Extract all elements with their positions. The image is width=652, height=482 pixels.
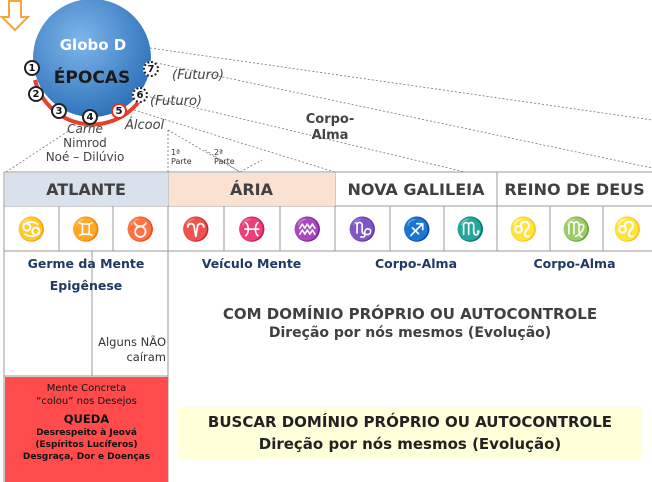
queda-line-colou: “colou” nos Desejos (36, 396, 137, 407)
sagittarius-sign-icon: ♐ (402, 217, 432, 243)
future-label-7: (Futuro) (172, 68, 224, 83)
corpo-alma-top-line2: Alma (311, 128, 349, 143)
projection-lines (5, 47, 652, 173)
globe-subtitle: ÉPOCAS (53, 68, 131, 88)
queda-line-luciferos: (Espíritos Lucíferos) (35, 440, 138, 450)
queda-line-desgraca: Desgraça, Dor e Doenças (22, 452, 151, 462)
epoch-badge-1: 1 (24, 60, 40, 76)
autocontrole-line2: Direção por nós mesmos (Evolução) (268, 325, 552, 341)
scorpio-sign-icon: ♏ (456, 217, 485, 243)
note-noe: Noé – Dilúvio (45, 150, 125, 164)
taurus-sign-icon: ♉ (126, 217, 155, 243)
globe-circle (33, 0, 151, 117)
part-1: 1ª Parte (171, 148, 192, 166)
alguns-line1: Alguns NÃO (98, 335, 166, 349)
aries-sign-icon: ♈ (181, 217, 211, 243)
alguns-line2: caíram (126, 350, 166, 364)
epoch-badge-7: 7 (143, 61, 159, 77)
aquarius-sign-icon: ♒ (293, 217, 322, 243)
atlante-header-bg (5, 173, 168, 206)
left-notes: Carne Nimrod Noé – Dilúvio (40, 122, 130, 164)
label-veiculo-mente: Veículo Mente (201, 256, 302, 271)
header-atlante: ATLANTE (46, 179, 126, 199)
label-corpo-alma-2: Corpo-Alma (533, 256, 616, 271)
header-nova-galileia: NOVA GALILEIA (347, 179, 485, 199)
buscar-box: BUSCAR DOMÍNIO PRÓPRIO OU AUTOCONTROLE D… (178, 407, 642, 459)
queda-line-desrespeito: Desrespeito à Jeová (36, 428, 137, 438)
label-corpo-alma-1: Corpo-Alma (374, 256, 458, 271)
part-1-word: Parte (171, 157, 192, 166)
pisces-sign-icon: ♓ (237, 217, 267, 243)
future-label-6: (Futuro) (150, 94, 202, 109)
alcool-label: Álcool (125, 118, 165, 133)
header-aria: ÁRIA (229, 179, 274, 199)
part-2: 2ª Parte (214, 148, 235, 166)
label-germe-da-mente: Germe da Mente (27, 256, 145, 271)
part-2-word: Parte (214, 157, 235, 166)
queda-title: QUEDA (63, 412, 110, 426)
part-1-num: 1ª (171, 148, 180, 157)
part-2-num: 2ª (214, 148, 223, 157)
buscar-line2: Direção por nós mesmos (Evolução) (258, 435, 562, 453)
aria-header-bg (169, 173, 335, 206)
epoch-badge-6: 6 (132, 87, 148, 103)
buscar-line1: BUSCAR DOMÍNIO PRÓPRIO OU AUTOCONTROLE (207, 413, 613, 431)
queda-line-mente: Mente Concreta (46, 383, 127, 394)
globe-title: Globo D (59, 36, 127, 54)
label-epigenese: Epigênese (49, 278, 123, 293)
corpo-alma-top: Corpo- Alma (300, 112, 360, 144)
queda-box: Mente Concreta “colou” nos Desejos QUEDA… (5, 377, 168, 482)
capricorn-sign-icon: ♑ (348, 217, 377, 243)
corpo-alma-top-line1: Corpo- (305, 112, 355, 127)
epoch-badge-5: 5 (111, 103, 127, 119)
autocontrole-text: COM DOMÍNIO PRÓPRIO OU AUTOCONTROLE Dire… (168, 304, 652, 343)
epoch-badge-2: 2 (28, 86, 44, 102)
table-grid (3, 171, 652, 482)
leo-sign-icon: ♌ (613, 217, 642, 243)
note-carne: Carne (67, 122, 103, 136)
note-nimrod: Nimrod (63, 136, 107, 150)
autocontrole-line1: COM DOMÍNIO PRÓPRIO OU AUTOCONTROLE (222, 305, 598, 323)
cancer-sign-icon: ♋ (17, 217, 46, 243)
arrow-down-icon (0, 0, 31, 32)
virgo-sign-icon: ♍ (562, 217, 591, 243)
gemini-sign-icon: ♊ (71, 217, 101, 243)
header-reino-de-deus: REINO DE DEUS (504, 179, 645, 199)
alguns-note: Alguns NÃO caíram (92, 335, 166, 365)
epoch-badge-4: 4 (82, 109, 98, 125)
epoch-badge-3: 3 (51, 103, 67, 119)
libra-sign-icon: ♌ (509, 217, 538, 243)
